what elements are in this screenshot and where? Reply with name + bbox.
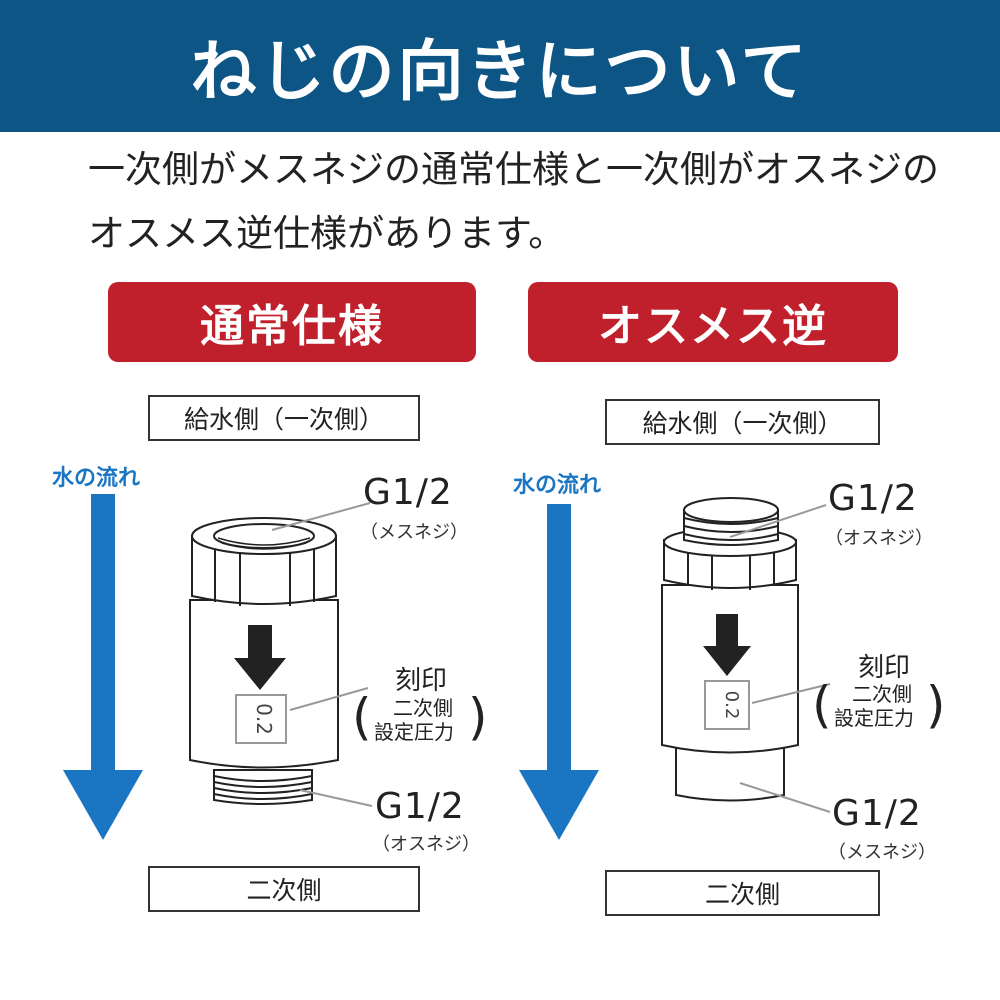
right-paren-close: ): [926, 676, 946, 734]
heading-normal-spec: 通常仕様: [108, 282, 476, 362]
left-stamp-line-1: 二次側: [393, 696, 453, 720]
right-bottom-thread-type: （メスネジ）: [828, 842, 936, 863]
left-supply-side-box: 給水側（一次側）: [148, 395, 420, 441]
page-title: ねじの向きについて: [0, 0, 1000, 132]
right-top-thread-size: G1/2: [828, 478, 918, 519]
left-flow-label: 水の流れ: [52, 466, 141, 491]
left-paren-close: ): [468, 688, 488, 746]
left-top-thread-type: （メスネジ）: [360, 522, 468, 543]
left-direction-arrow: [234, 625, 286, 690]
left-leader-lines: [271, 502, 373, 807]
right-bottom-thread-size: G1/2: [832, 793, 922, 834]
heading-reverse-spec: オスメス逆: [528, 282, 898, 362]
right-stamp-line-1: 二次側: [852, 682, 912, 706]
right-flow-arrow: [519, 504, 599, 840]
left-stamp-value: 0.2: [252, 703, 276, 735]
left-stamp-title: 刻印: [395, 666, 448, 696]
left-bottom-thread-type: （オスネジ）: [372, 834, 480, 855]
right-stamp-line-2: 設定圧力: [834, 706, 914, 730]
intro-line-1: 一次側がメスネジの通常仕様と一次側がオスネジの: [88, 148, 939, 191]
right-top-thread-type: （オスネジ）: [825, 528, 933, 549]
right-flow-label: 水の流れ: [513, 473, 602, 498]
right-stamp-value: 0.2: [721, 690, 742, 720]
intro-line-2: オスメス逆仕様があります。: [88, 212, 566, 255]
right-stamp-title: 刻印: [858, 653, 911, 683]
left-stamp-line-2: 設定圧力: [374, 720, 454, 744]
left-secondary-side-box: 二次側: [148, 866, 420, 912]
right-leader-lines: [729, 504, 831, 813]
right-secondary-side-box: 二次側: [605, 870, 880, 916]
right-supply-side-box: 給水側（一次側）: [605, 399, 880, 445]
right-paren-open: (: [812, 676, 832, 734]
left-paren-open: (: [352, 688, 372, 746]
right-direction-arrow: [703, 614, 751, 676]
intro-text: 一次側がメスネジの通常仕様と一次側がオスネジの オスメス逆仕様があります。: [88, 138, 968, 266]
left-bottom-thread-size: G1/2: [375, 786, 465, 827]
left-flow-arrow: [63, 494, 143, 840]
left-top-thread-size: G1/2: [363, 472, 453, 513]
